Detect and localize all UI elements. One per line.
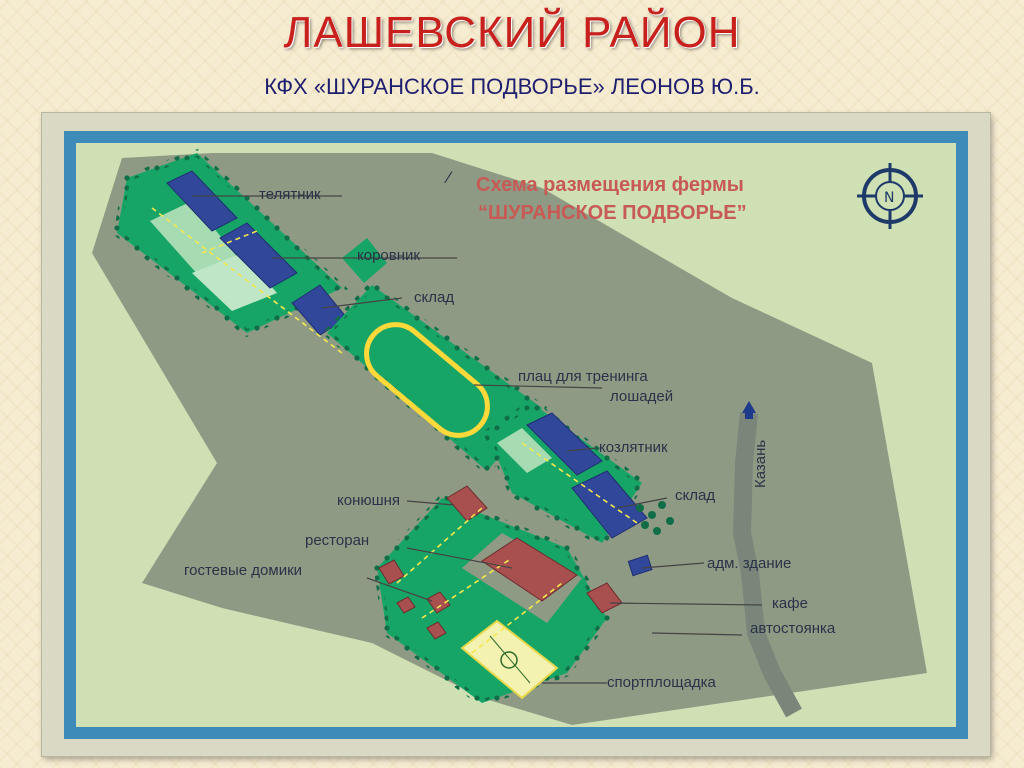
page-title: ЛАШЕВСКИЙ РАЙОН — [283, 8, 741, 57]
leader-lines — [192, 195, 763, 684]
stable-building — [446, 485, 488, 522]
warehouse-2-building — [571, 470, 648, 539]
ball-icon — [500, 651, 518, 669]
guest-house-2 — [426, 591, 451, 614]
label-warehouse-1: склад — [414, 289, 454, 306]
farm-map-photo: N Схема размещения фермы “ШУРАНСКОЕ ПОДВ… — [42, 113, 990, 756]
label-admin-building: адм. здание — [707, 555, 791, 572]
label-cafe: кафе — [772, 595, 808, 612]
calf-barn-building — [166, 170, 238, 232]
label-calf-barn: телятник — [259, 186, 321, 203]
page-subtitle: КФХ «ШУРАНСКОЕ ПОДВОРЬЕ» ЛЕОНОВ Ю.Б. — [264, 74, 760, 99]
compass-icon: N — [857, 163, 923, 229]
restaurant-building — [481, 537, 578, 602]
orchard — [636, 501, 674, 535]
label-sports-ground: спортплощадка — [607, 674, 717, 691]
label-stable: конюшня — [337, 492, 400, 509]
map-heading-line2: “ШУРАНСКОЕ ПОДВОРЬЕ” — [478, 202, 747, 224]
farm-map-svg: N Схема размещения фермы “ШУРАНСКОЕ ПОДВ… — [42, 113, 990, 756]
label-parking: автостоянка — [750, 620, 836, 637]
label-restaurant: ресторан — [305, 532, 369, 549]
goat-barn-building — [526, 412, 603, 476]
label-road-kazan: Казань — [752, 440, 769, 488]
label-cow-barn: коровник — [357, 247, 420, 264]
admin-building — [627, 554, 653, 577]
footpaths — [151, 207, 638, 654]
guest-house-4 — [426, 621, 447, 640]
north-arrow-marker: ⁄ — [444, 168, 453, 187]
road-arrow-icon — [742, 401, 756, 413]
cow-paddock — [192, 253, 277, 311]
service-strip — [342, 238, 387, 283]
label-guest-houses: гостевые домики — [184, 562, 302, 579]
guest-house-3 — [396, 596, 416, 614]
label-training-ground-line1: плац для тренинга — [518, 368, 648, 385]
label-training-ground-line2: лошадей — [610, 388, 673, 405]
label-goat-barn: козлятник — [599, 439, 668, 456]
south-zone-lawn — [377, 498, 607, 703]
horse-training-track — [364, 322, 490, 438]
compass-letter: N — [884, 190, 894, 206]
label-warehouse-2: склад — [675, 487, 715, 504]
cow-barn-building — [219, 222, 298, 289]
road-to-kazan — [733, 412, 802, 718]
goat-paddock — [497, 428, 552, 473]
map-heading-line1: Схема размещения фермы — [476, 174, 744, 196]
